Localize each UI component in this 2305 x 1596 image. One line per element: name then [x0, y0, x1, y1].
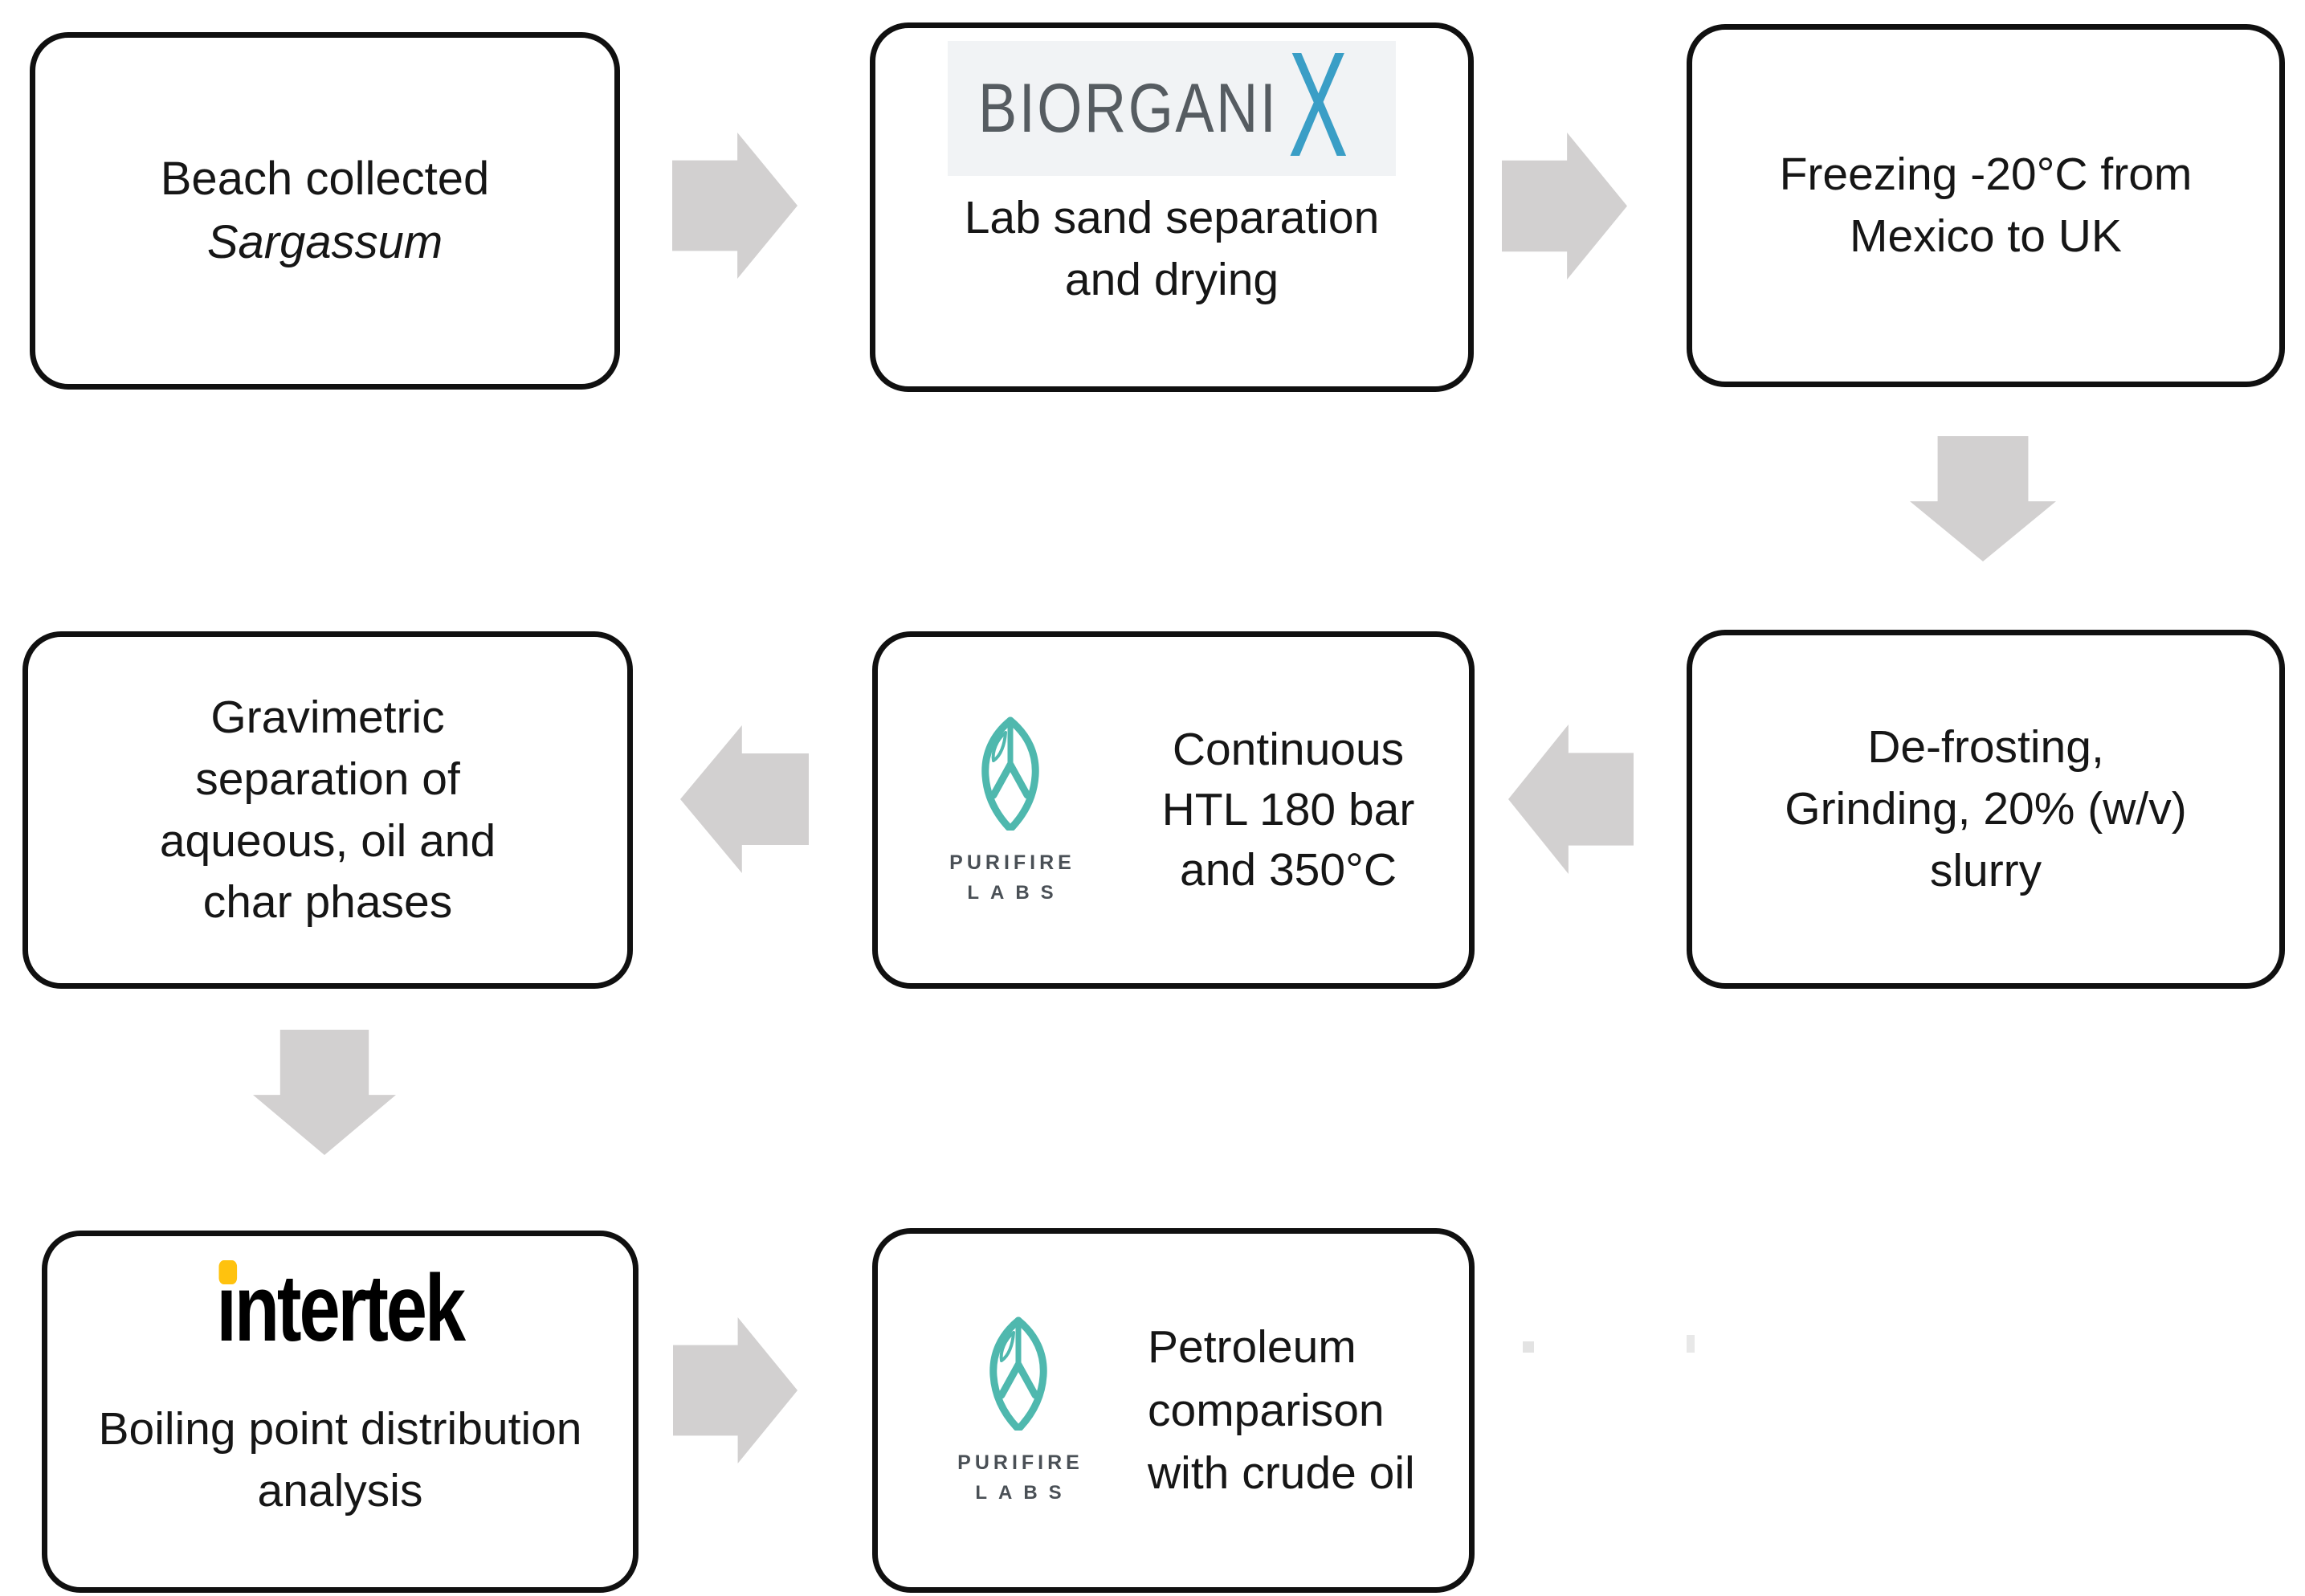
intertek-dot-icon [218, 1260, 238, 1284]
arrow-down-icon [253, 1030, 396, 1155]
purifire-logo-subtext: LABS [967, 881, 1065, 904]
flow-box-defrosting: De-frosting, Grinding, 20% (w/v) slurry [1687, 630, 2285, 989]
flow-box-sand-separation: BIORGANI X Lab sand separation and dryin… [870, 22, 1474, 392]
purifire-leaf-icon [981, 716, 1039, 831]
box-content: PURIFIRE LABS Continuous HTL 180 bar and… [910, 716, 1437, 904]
arrow-right-icon [1502, 133, 1627, 280]
arrow-left-icon [1508, 725, 1634, 874]
scan-artifact-dot [1687, 1335, 1695, 1353]
purifire-labs-logo: PURIFIRE LABS [910, 716, 1111, 904]
box-content: PURIFIRE LABS Petroleum comparison with … [918, 1316, 1429, 1505]
biorganix-x-icon: X [1288, 22, 1348, 188]
flow-box-boiling-point: intertek Boiling point distribution anal… [42, 1231, 638, 1593]
purifire-labs-logo: PURIFIRE LABS [918, 1316, 1119, 1504]
flow-box-continuous-htl: PURIFIRE LABS Continuous HTL 180 bar and… [872, 631, 1475, 989]
scan-artifact-dot [1523, 1341, 1534, 1353]
arrow-left-icon [680, 725, 809, 873]
box-text: Boiling point distribution analysis [98, 1402, 582, 1516]
purifire-leaf-icon [989, 1316, 1047, 1431]
box-text: Beach collected Sargassum [76, 148, 574, 274]
intertek-logo: intertek [216, 1255, 467, 1361]
purifire-logo-text: PURIFIRE [949, 851, 1075, 874]
purifire-logo-text: PURIFIRE [957, 1451, 1083, 1474]
arrow-down-icon [1910, 436, 2056, 561]
flow-box-gravimetric-separation: Gravimetric separation of aqueous, oil a… [22, 631, 633, 989]
flow-box-beach-collected: Beach collected Sargassum [30, 32, 620, 390]
box-text: De-frosting, Grinding, 20% (w/v) slurry [1785, 721, 2187, 896]
box-text: Freezing -20°C from Mexico to UK [1779, 149, 2193, 262]
box-text: Lab sand separation and drying [964, 192, 1380, 305]
biorganix-logo: BIORGANI X [947, 31, 1397, 180]
flow-box-freezing: Freezing -20°C from Mexico to UK [1687, 24, 2285, 387]
flow-box-petroleum-comparison: PURIFIRE LABS Petroleum comparison with … [872, 1228, 1475, 1593]
arrow-right-icon [673, 1317, 798, 1463]
box-text-line-italic: Sargassum [206, 215, 443, 268]
box-text: Continuous HTL 180 bar and 350°C [1161, 723, 1415, 896]
box-text: Petroleum comparison with crude oil [1148, 1321, 1415, 1500]
box-text-line: Beach collected [160, 153, 490, 206]
arrow-right-icon [672, 133, 798, 279]
box-text: Gravimetric separation of aqueous, oil a… [159, 691, 496, 929]
purifire-logo-subtext: LABS [975, 1482, 1073, 1504]
intertek-logo-text: intertek [216, 1255, 467, 1361]
biorganix-logo-text: BIORGANI [977, 69, 1279, 147]
